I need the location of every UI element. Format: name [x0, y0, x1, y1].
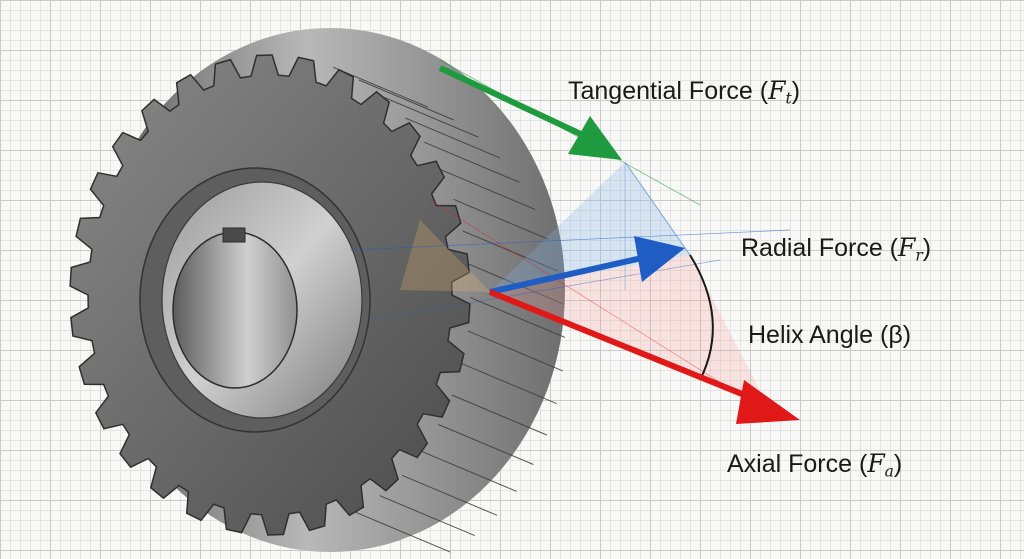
helical-tooth-line: [355, 511, 451, 553]
radial-force-text: Radial Force (: [741, 234, 898, 262]
helical-tooth-line: [469, 296, 566, 338]
helical-tooth-line: [379, 495, 475, 537]
radial-force-label: Radial Force (Fr): [741, 235, 931, 264]
helical-tooth-line: [404, 117, 501, 159]
radial-force-arrow: [489, 236, 685, 295]
radial-force-close: ): [922, 234, 932, 262]
tangential-force-close: ): [791, 77, 801, 105]
helical-tooth-line: [440, 169, 536, 211]
helical-tooth-line: [421, 450, 517, 492]
tangential-force-label: Tangential Force (Ft): [568, 78, 800, 107]
axial-force-label: Axial Force (Fa): [727, 451, 902, 480]
helix-angle-text: Helix Angle (β): [748, 321, 912, 349]
helix-angle-label: Helix Angle (β): [748, 323, 911, 348]
helical-tooth-line: [467, 330, 563, 372]
helical-tooth-line: [438, 424, 534, 465]
helical-tooth-line: [358, 79, 455, 121]
axial-force-symbol: Fa: [867, 449, 894, 481]
helix-angle-arc: [689, 254, 714, 381]
helical-tooth-line: [451, 394, 547, 436]
helical-tooth-line: [462, 230, 558, 272]
tangential-force-arrow: [438, 65, 622, 160]
helical-tooth-line: [382, 96, 479, 138]
radial-force-symbol: Fr: [898, 233, 923, 265]
tangential-force-text: Tangential Force (: [568, 77, 769, 105]
axial-force-close: ): [893, 450, 903, 478]
helical-tooth-line: [401, 474, 498, 516]
gear-bore: [172, 227, 298, 389]
axial-force-arrow: [488, 289, 800, 424]
axial-force-text: Axial Force (: [727, 450, 868, 478]
helical-tooth-line: [453, 198, 549, 240]
helical-tooth-line: [424, 141, 520, 183]
helical-tooth-line: [461, 363, 557, 405]
tangential-force-symbol: Ft: [768, 76, 792, 108]
